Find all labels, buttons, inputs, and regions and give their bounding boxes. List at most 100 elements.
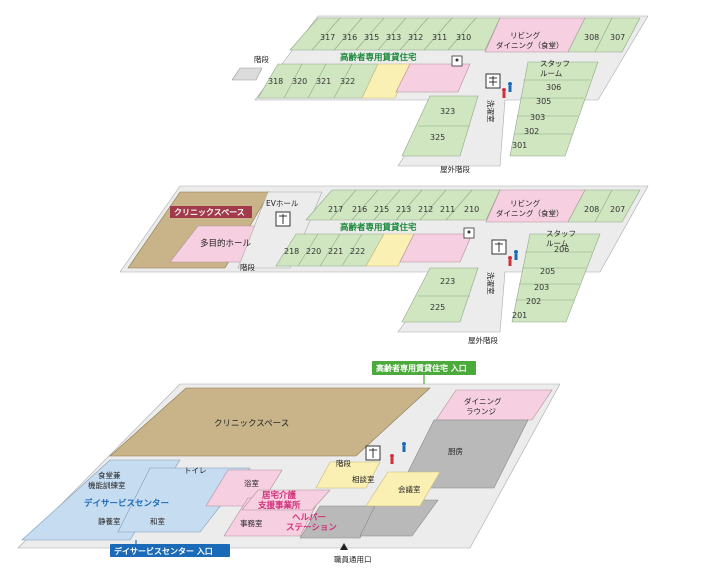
- floor1-meeting: [365, 471, 441, 507]
- floor3-title: 高齢者専用賃貸住宅: [340, 52, 417, 63]
- room-label: 216: [352, 205, 367, 214]
- room-label: 318: [268, 77, 283, 86]
- room-label: 321: [316, 77, 331, 86]
- floor3-room-labels: 317 316 315 313 312 311 310 308 307 318 …: [268, 33, 625, 150]
- room-label: 205: [540, 267, 555, 276]
- arrow-up-icon: [340, 543, 348, 550]
- floor1-meeting-label: 会議室: [398, 484, 421, 494]
- room-label: 202: [526, 297, 541, 306]
- room-label: 307: [610, 33, 625, 42]
- floor3-staff-label: スタッフ: [540, 59, 570, 68]
- restroom-icon: [390, 442, 406, 464]
- floor1-home-care-label: 居宅介護: [261, 490, 297, 501]
- room-label: 322: [340, 77, 355, 86]
- floor3-east-rooms: [509, 61, 599, 157]
- floor1-helper-label: ヘルパー: [292, 512, 326, 523]
- floor-3: 317 316 315 313 312 311 310 308 307 318 …: [231, 15, 649, 174]
- floor1-dining-train-label-2: 機能訓練室: [88, 480, 126, 490]
- floor2-inner-rooms: [401, 267, 479, 323]
- room-label: 213: [396, 205, 411, 214]
- floor1-quiet-label: 静養室: [98, 516, 121, 526]
- restroom-icon: [508, 250, 518, 266]
- floor-1: 高齢者専用賃貸住宅 入口 ダイニング ラウンジ クリニックスペース 厨房 階段 …: [17, 361, 561, 564]
- room-label: 302: [524, 127, 539, 136]
- room-label: 208: [584, 205, 599, 214]
- floor1-consult-label: 相談室: [352, 474, 375, 484]
- room-label: 316: [342, 33, 357, 42]
- elevator-icon: [365, 445, 381, 461]
- floor1-toilet-label: トイレ: [184, 466, 207, 475]
- room-label: 308: [584, 33, 599, 42]
- floor2-right-rooms: [567, 189, 641, 223]
- floor1-stairs-label: 階段: [336, 458, 351, 468]
- housing-entrance-label: 高齢者専用賃貸住宅 入口: [376, 363, 467, 373]
- room-label: 311: [432, 33, 447, 42]
- room-label: 306: [546, 83, 561, 92]
- room-label: 305: [536, 97, 551, 106]
- room-label: 206: [554, 245, 569, 254]
- room-label: 312: [408, 33, 423, 42]
- floor2-room-labels: 217 216 215 213 212 211 210 208 207 218 …: [284, 205, 625, 320]
- room-label: 201: [512, 311, 527, 320]
- room-label: 225: [430, 303, 445, 312]
- room-label: 203: [534, 283, 549, 292]
- floor1-staff-entrance-label: 職員通用口: [334, 554, 372, 564]
- room-label: 320: [292, 77, 307, 86]
- room-label: 223: [440, 277, 455, 286]
- floor-2: 217 216 215 213 212 211 210 208 207 218 …: [119, 185, 649, 345]
- floor2-ev-hall-label: EVホール: [266, 199, 299, 208]
- floor1-helper-gray: [299, 505, 377, 539]
- elevator-icon: [491, 239, 507, 255]
- day-service-entrance-label: デイサービスセンター 入口: [114, 546, 213, 556]
- floor2-laundry-label: 洗濯室: [486, 272, 496, 295]
- floor3-top-rooms: [289, 17, 501, 51]
- floor3-living-label-2: ダイニング（食堂）: [496, 40, 564, 50]
- room-label: 313: [386, 33, 401, 42]
- floor3-staff-label-2: ルーム: [540, 69, 562, 78]
- floor1-kitchen: [399, 419, 529, 489]
- room-label: 220: [306, 247, 321, 256]
- accessible-icon: [463, 227, 475, 239]
- elevator-icon: [275, 211, 291, 227]
- room-label: 317: [320, 33, 335, 42]
- room-label: 221: [328, 247, 343, 256]
- floor1-bath-label: 浴室: [244, 478, 259, 488]
- floor3-stairs: [231, 67, 263, 81]
- floor2-outdoor-stairs-label: 屋外階段: [468, 335, 498, 345]
- floor2-title: 高齢者専用賃貸住宅: [340, 222, 417, 233]
- floor3-laundry-label: 洗濯室: [486, 100, 496, 123]
- room-label: 323: [440, 107, 455, 116]
- floor3-stairs-label: 階段: [254, 54, 269, 64]
- floor1-consult: [315, 461, 381, 489]
- floor1-dining-lounge: [435, 389, 553, 421]
- floor2-living-label: リビング: [510, 198, 540, 208]
- floor1-japanese-label: 和室: [150, 516, 165, 526]
- floor1-day-service-label: デイサービスセンター: [84, 498, 169, 509]
- floor1-clinic-label: クリニックスペース: [214, 419, 289, 429]
- floor3-outdoor-stairs-label: 屋外階段: [440, 164, 470, 174]
- floor2-staff-label-2: ルーム: [546, 239, 568, 248]
- room-label: 212: [418, 205, 433, 214]
- room-label: 315: [364, 33, 379, 42]
- room-label: 325: [430, 133, 445, 142]
- room-label: 215: [374, 205, 389, 214]
- floor2-top-rooms: [305, 189, 501, 221]
- room-label: 310: [456, 33, 471, 42]
- floor2-living-label-2: ダイニング（食堂）: [496, 208, 564, 218]
- floor2-pink-mid: [399, 233, 473, 263]
- room-label: 301: [512, 141, 527, 150]
- floor3-pink-mid: [395, 63, 471, 93]
- floor1-office-label: 事務室: [240, 518, 263, 528]
- room-label: 303: [530, 113, 545, 122]
- floor2-stairs-label: 階段: [240, 262, 255, 272]
- floor1-kitchen-label: 厨房: [448, 446, 463, 456]
- floor2-staff-label: スタッフ: [546, 229, 576, 238]
- restroom-icon: [502, 82, 512, 98]
- floor1-home-care: [241, 489, 331, 511]
- room-label: 211: [440, 205, 455, 214]
- floor2-multi-hall-label: 多目的ホール: [200, 238, 252, 249]
- floor2-clinic-tag: クリニックスペース: [170, 206, 252, 218]
- floor3-living-label: リビング: [510, 30, 540, 40]
